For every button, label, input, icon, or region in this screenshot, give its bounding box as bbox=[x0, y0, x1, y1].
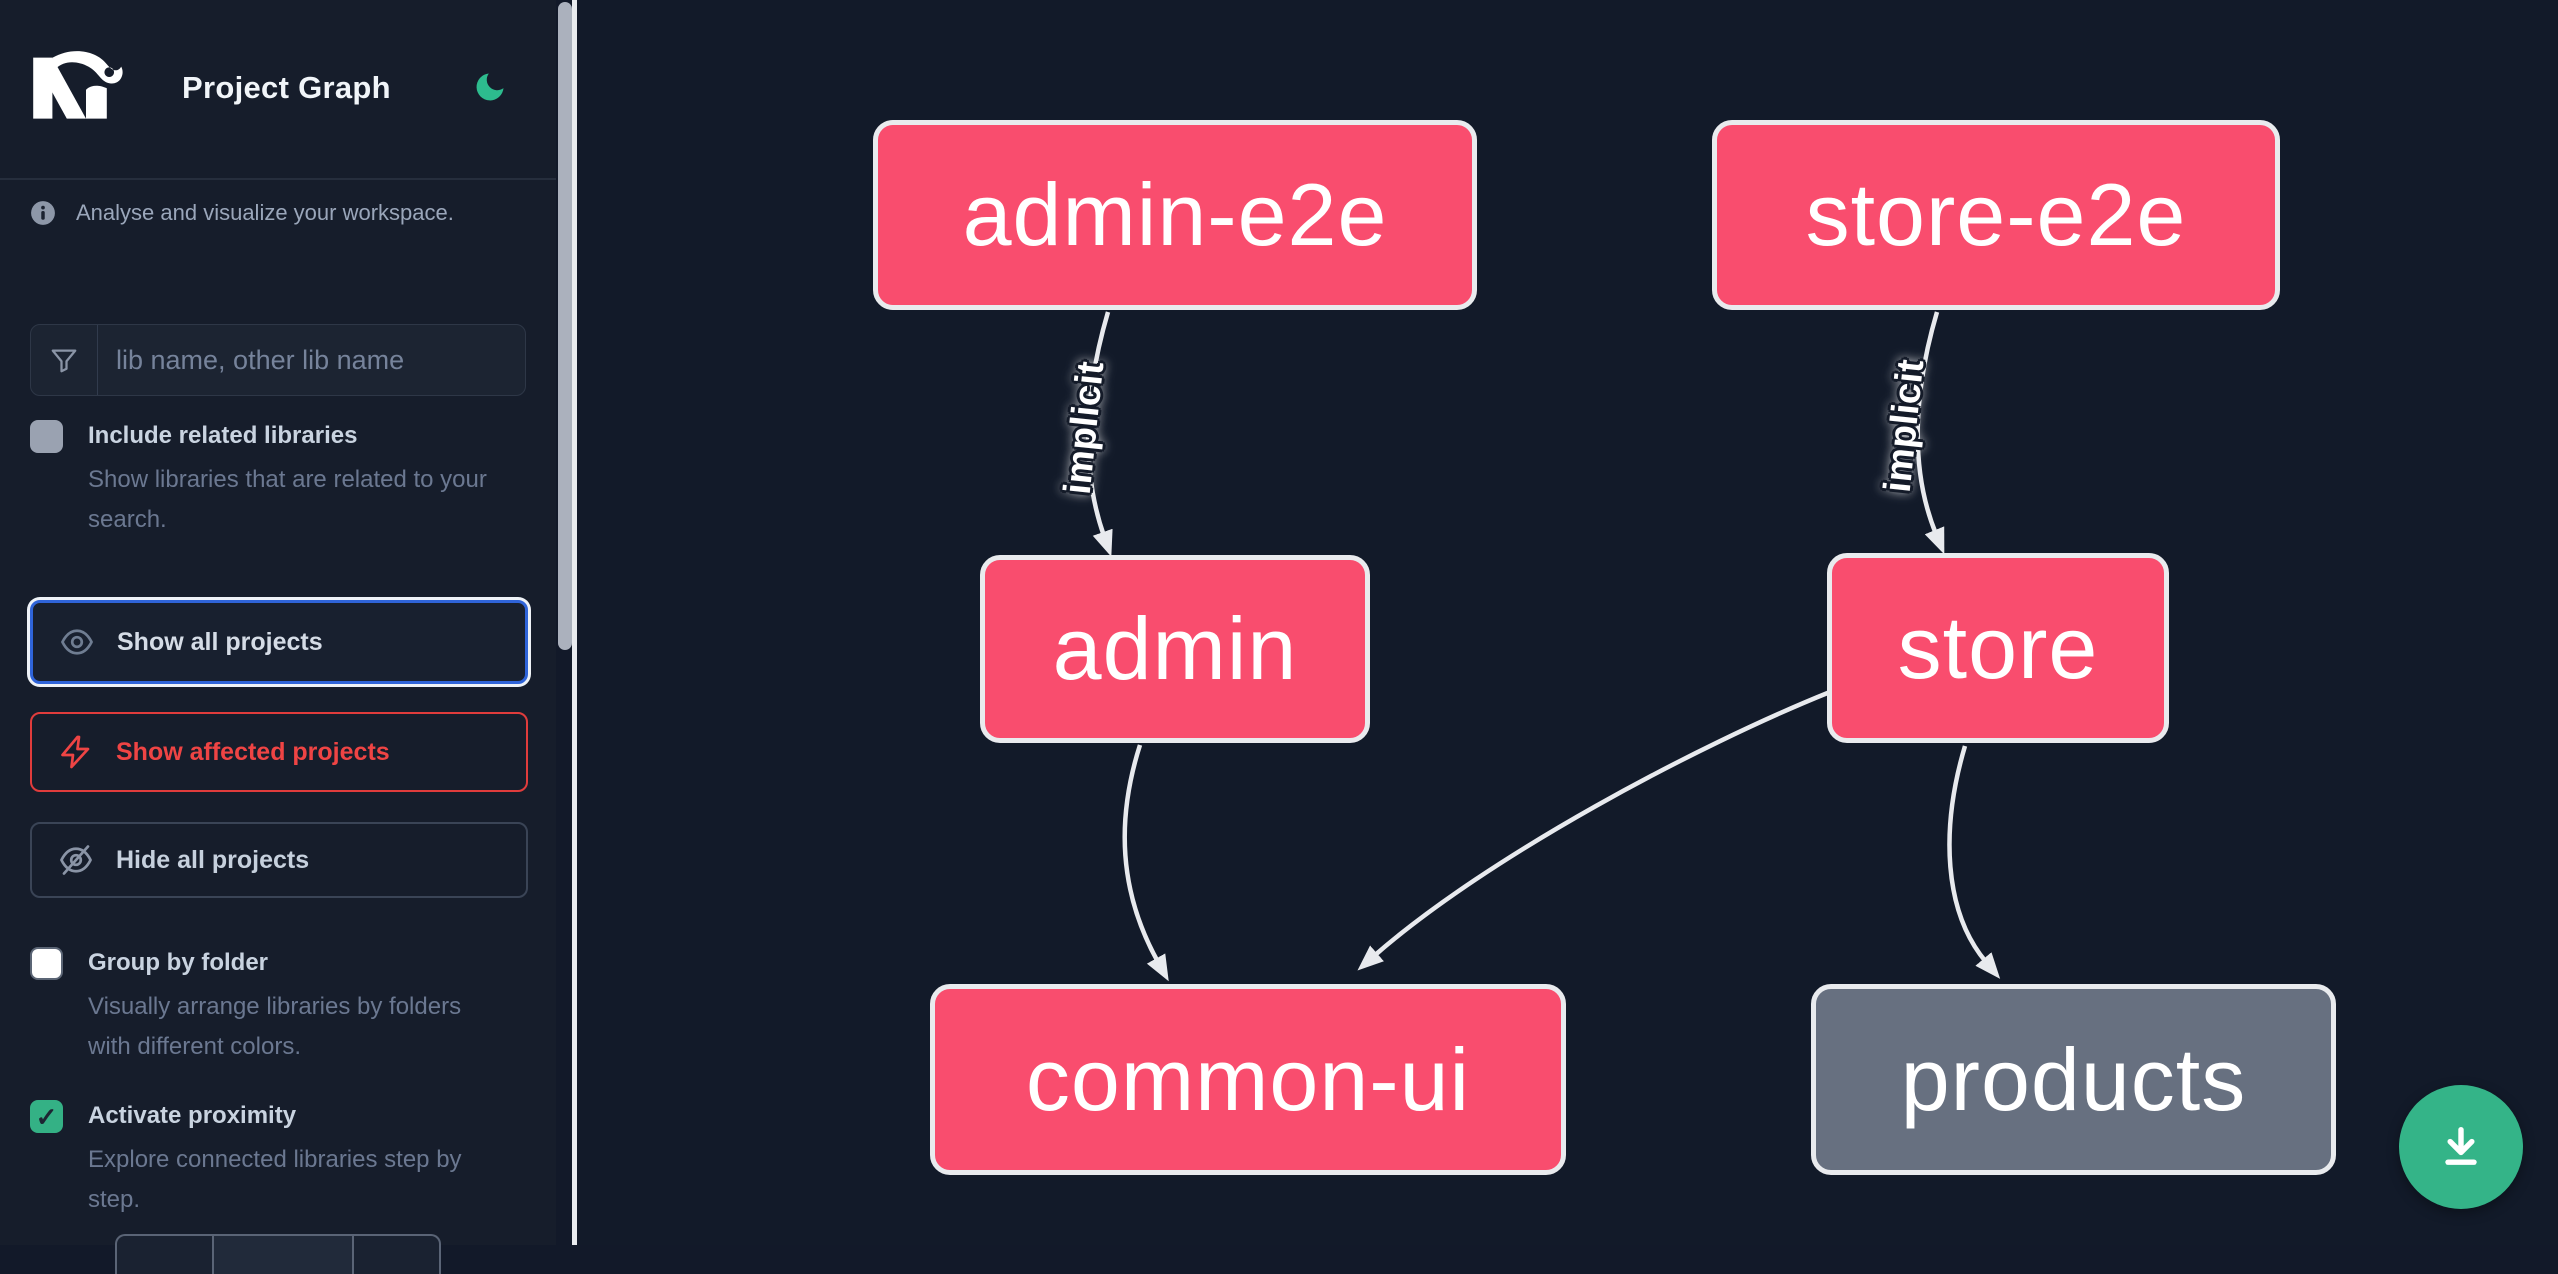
nx-logo-icon bbox=[33, 51, 123, 119]
eye-icon bbox=[61, 629, 93, 655]
eye-off-icon bbox=[60, 845, 92, 875]
graph-node-admin-e2e[interactable]: admin-e2e bbox=[873, 120, 1477, 310]
sidebar: Project Graph Analyse and visualize your… bbox=[0, 0, 556, 1274]
graph-node-store-e2e[interactable]: store-e2e bbox=[1712, 120, 2280, 310]
hide-all-projects-button[interactable]: Hide all projects bbox=[30, 822, 528, 898]
lightning-bolt-icon bbox=[61, 735, 90, 769]
stepper-value-field[interactable] bbox=[212, 1236, 354, 1274]
graph-node-products[interactable]: products bbox=[1811, 984, 2336, 1175]
include-related-description: Show libraries that are related to your … bbox=[88, 466, 487, 533]
page-title: Project Graph bbox=[182, 70, 391, 105]
show-affected-projects-button[interactable]: Show affected projects bbox=[30, 712, 528, 792]
filter-funnel-icon bbox=[31, 325, 98, 395]
edge-admin-e2e-to-admin bbox=[1085, 311, 1113, 557]
proximity-stepper-control bbox=[115, 1234, 441, 1274]
project-graph-canvas[interactable]: implicit implicit admin-e2e store-e2e ad… bbox=[580, 0, 2558, 1245]
dependency-edges bbox=[1085, 311, 2001, 982]
edge-store-to-products bbox=[1947, 745, 2001, 979]
sidebar-scrollbar-thumb[interactable] bbox=[558, 2, 572, 650]
group-by-folder-description: Visually arrange libraries by folders wi… bbox=[88, 993, 462, 1060]
workspace-tagline: Analyse and visualize your workspace. bbox=[76, 200, 454, 225]
sidebar-header: Project Graph bbox=[0, 0, 556, 180]
search-box bbox=[30, 324, 526, 396]
edge-store-to-common-ui bbox=[1357, 689, 1831, 971]
group-by-folder-label: Group by folder bbox=[88, 949, 268, 976]
include-related-checkbox[interactable] bbox=[30, 420, 63, 453]
theme-toggle-button[interactable] bbox=[468, 66, 512, 110]
group-by-folder-row: Group by folder Visually arrange librari… bbox=[30, 945, 530, 1067]
activate-proximity-row: ✓ Activate proximity Explore connected l… bbox=[30, 1098, 530, 1220]
stepper-decrement-button[interactable] bbox=[117, 1236, 212, 1274]
activate-proximity-description: Explore connected libraries step by step… bbox=[88, 1146, 462, 1213]
download-graph-button[interactable] bbox=[2399, 1085, 2523, 1209]
include-related-label: Include related libraries bbox=[88, 422, 358, 449]
graph-node-store[interactable]: store bbox=[1827, 553, 2169, 743]
edge-admin-to-common-ui bbox=[1122, 744, 1169, 982]
check-icon: ✓ bbox=[35, 1101, 58, 1132]
activate-proximity-checkbox[interactable]: ✓ bbox=[30, 1100, 63, 1133]
group-by-folder-checkbox[interactable] bbox=[30, 947, 63, 980]
sidebar-canvas-divider bbox=[572, 0, 577, 1245]
show-all-projects-button[interactable]: Show all projects bbox=[30, 600, 528, 684]
graph-node-admin[interactable]: admin bbox=[980, 555, 1370, 743]
graph-node-common-ui[interactable]: common-ui bbox=[930, 984, 1566, 1175]
activate-proximity-label: Activate proximity bbox=[88, 1102, 297, 1129]
edge-store-e2e-to-store bbox=[1915, 311, 1945, 555]
download-icon bbox=[2445, 1126, 2477, 1165]
workspace-tagline-row: Analyse and visualize your workspace. bbox=[30, 200, 454, 226]
info-icon bbox=[31, 201, 55, 225]
moon-icon bbox=[476, 73, 504, 100]
include-related-row: Include related libraries Show libraries… bbox=[30, 418, 530, 540]
search-input[interactable] bbox=[98, 325, 525, 395]
